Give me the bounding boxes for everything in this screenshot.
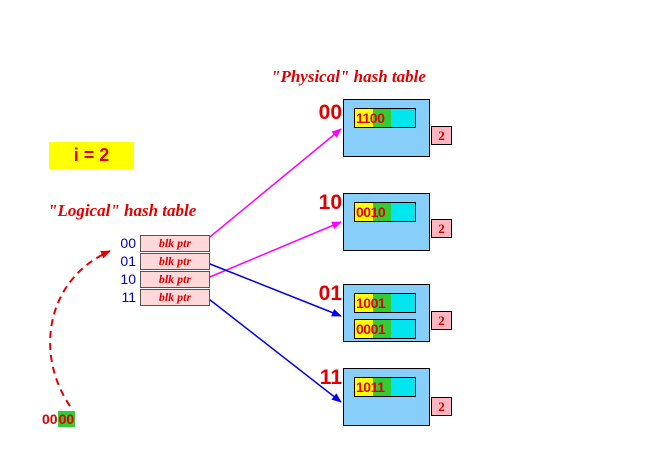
lookup-key-hash-bits: 00 — [57, 411, 76, 427]
directory-cell: blk ptr — [140, 253, 210, 270]
arrow-dir11-to-bucket11 — [204, 295, 342, 403]
bucket: 1011 — [343, 368, 430, 426]
bucket-record: 0010 — [354, 202, 416, 222]
local-depth-box: 2 — [431, 126, 452, 145]
directory-cell: blk ptr — [140, 289, 210, 306]
arrow-dir00-to-bucket00 — [204, 128, 342, 242]
directory-index: 01 — [120, 253, 136, 269]
record-key: 1011 — [356, 379, 385, 395]
bucket-record: 1011 — [354, 377, 416, 397]
directory-cell: blk ptr — [140, 235, 210, 252]
lookup-key-prefix: 00 — [42, 411, 58, 427]
record-key: 1001 — [356, 295, 386, 311]
bucket-record: 1100 — [354, 108, 416, 128]
record-key: 0010 — [356, 204, 386, 220]
logical-hash-table-title: "Logical" hash table — [48, 201, 197, 220]
bucket-record: 0001 — [354, 319, 416, 339]
arrow-dir01-to-bucket01 — [204, 261, 342, 317]
directory-cell: blk ptr — [140, 271, 210, 288]
bucket-record: 1001 — [354, 293, 416, 313]
bucket: 0010 — [343, 193, 430, 251]
dashed-lookup-arrow — [49, 250, 111, 407]
local-depth-box: 2 — [431, 311, 452, 330]
bucket-label: 10 — [318, 191, 342, 214]
directory-index: 00 — [120, 235, 136, 251]
record-key: 1100 — [356, 110, 385, 126]
directory-index: 11 — [121, 289, 136, 305]
bucket: 1100 — [343, 99, 430, 157]
bucket-label: 00 — [318, 101, 342, 124]
directory-index: 10 — [120, 271, 136, 287]
global-depth-box: i = 2 — [49, 142, 134, 169]
physical-hash-table-title: "Physical" hash table — [271, 67, 426, 86]
bucket-label: 11 — [319, 366, 342, 389]
bucket-label: 01 — [318, 282, 342, 305]
record-key: 0001 — [356, 321, 386, 337]
local-depth-box: 2 — [431, 397, 452, 416]
lookup-key: 0000 — [42, 409, 76, 429]
arrow-dir10-to-bucket10 — [204, 221, 342, 280]
bucket: 1001 0001 — [343, 284, 430, 342]
local-depth-box: 2 — [431, 219, 452, 238]
